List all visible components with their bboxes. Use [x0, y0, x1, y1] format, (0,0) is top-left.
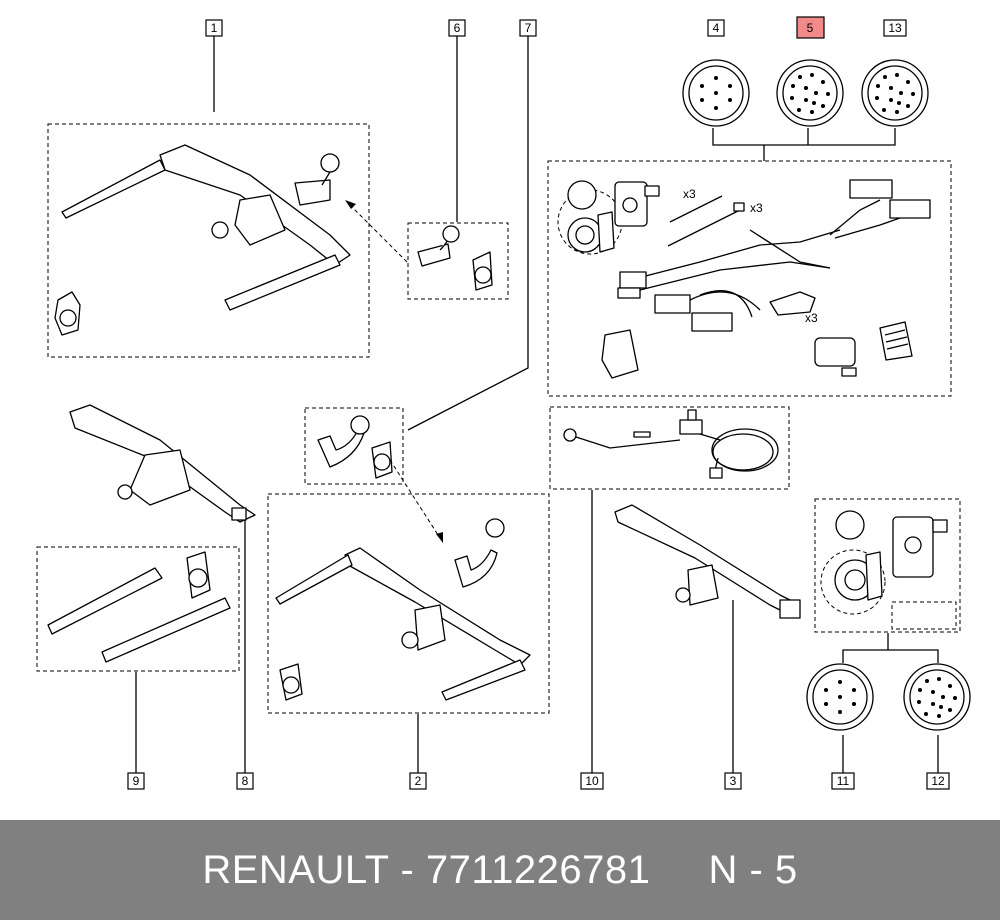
label-4: 4 [707, 19, 725, 37]
label-12: 12 [926, 772, 950, 790]
svg-text:6: 6 [454, 21, 461, 35]
parts-diagram: x3 x3 x3 [36, 16, 971, 790]
connector-7-pin-4 [682, 59, 750, 127]
svg-text:5: 5 [807, 21, 814, 35]
svg-text:4: 4 [713, 21, 720, 35]
socket-mount-1 [54, 291, 81, 336]
label-6: 6 [448, 19, 466, 37]
svg-text:7: 7 [525, 21, 532, 35]
connector-placeholder-box [891, 601, 957, 630]
label-10: 10 [580, 772, 604, 790]
group-box-7 [304, 407, 404, 485]
wiring-harness-10 [563, 409, 779, 479]
connector-13-pin-12 [903, 663, 971, 731]
svg-text:1: 1 [211, 21, 218, 35]
label-2: 2 [409, 772, 427, 790]
svg-text:12: 12 [931, 774, 945, 788]
group-box-5 [547, 160, 952, 397]
tow-ball-kit-6 [417, 225, 493, 291]
label-13: 13 [883, 19, 907, 37]
svg-text:3: 3 [730, 774, 737, 788]
label-11: 11 [831, 772, 855, 790]
socket-kit-box [820, 510, 948, 615]
group-box-1 [47, 123, 370, 358]
label-1: 1 [205, 19, 223, 37]
svg-text:13: 13 [888, 21, 902, 35]
group-box-2 [267, 493, 550, 714]
svg-text:10: 10 [585, 774, 599, 788]
label-5-highlighted: 5 [796, 16, 825, 39]
label-7: 7 [519, 19, 537, 37]
label-3: 3 [724, 772, 742, 790]
group-box-6 [407, 222, 509, 300]
mounting-brackets-9 [47, 551, 231, 663]
wiring-kit-5: x3 x3 x3 [557, 179, 931, 379]
tow-bar-3 [614, 504, 801, 619]
quantity-x3-pads: x3 [805, 311, 818, 325]
part-number-footer: RENAULT - 7711226781 N - 5 [0, 820, 1000, 920]
svg-text:11: 11 [837, 774, 850, 788]
connector-13-pin-5 [776, 59, 844, 127]
group-box-10 [549, 406, 790, 490]
connector-7-pin-11 [806, 663, 874, 731]
tow-bar-8 [69, 404, 256, 523]
quantity-x3-ties: x3 [683, 187, 696, 201]
svg-text:9: 9 [133, 774, 140, 788]
footer-part-number-text: RENAULT - 7711226781 N - 5 [202, 847, 798, 892]
group-box-11-12 [814, 498, 961, 633]
svg-text:2: 2 [415, 774, 422, 788]
quantity-x3-clips: x3 [750, 201, 763, 215]
label-9: 9 [127, 772, 145, 790]
connector-13-pin-13 [861, 59, 929, 127]
tow-bar-assembly-1 [61, 144, 351, 311]
svg-text:8: 8 [242, 774, 249, 788]
group-box-9 [36, 546, 240, 672]
tow-ball-kit-7 [317, 415, 393, 479]
label-8: 8 [236, 772, 254, 790]
tow-bar-assembly-2 [275, 518, 531, 701]
